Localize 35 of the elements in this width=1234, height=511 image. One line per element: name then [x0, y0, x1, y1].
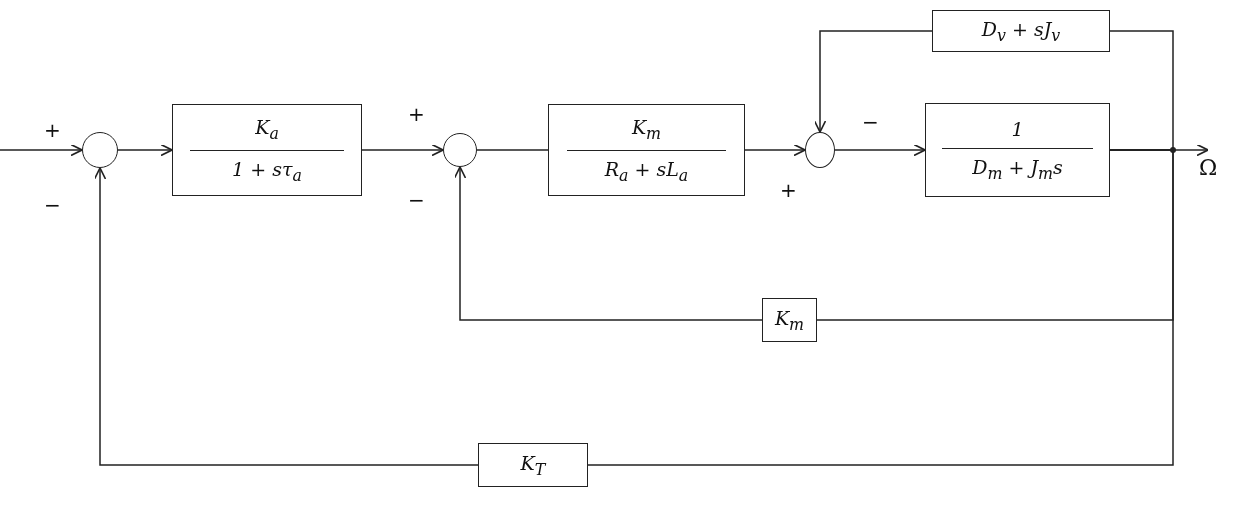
arrow: [813, 30, 933, 133]
arrow: [361, 143, 444, 157]
numerator: 1: [1011, 117, 1024, 141]
transfer-function-block: [925, 103, 1110, 197]
denominator: 1 + sτ$_{a}$: [232, 157, 302, 185]
transfer-function-block: [478, 443, 588, 487]
transfer-function-block: [548, 104, 745, 196]
output-label: Ω: [1190, 150, 1226, 184]
sign-label: +: [780, 180, 797, 200]
transfer-function-block: [172, 104, 362, 196]
sign-label: −: [44, 195, 61, 215]
summing-junction: [82, 132, 118, 168]
arrow: [744, 143, 806, 157]
arrow: [117, 143, 173, 157]
sign-label: −: [862, 112, 879, 132]
denominator: D$_{m}$ + J$_{m}$s: [972, 155, 1063, 183]
gain-label: D$_{v}$ + sJ$_{v}$: [981, 17, 1061, 45]
summing-junction: [805, 132, 835, 168]
numerator: K$_{m}$: [631, 115, 662, 143]
arrow: [453, 166, 763, 321]
sign-label: +: [408, 104, 425, 124]
arrow: [93, 167, 479, 466]
gain-label: K$_{m}$: [774, 306, 805, 334]
sign-label: −: [408, 190, 425, 210]
arrow: [834, 143, 926, 157]
summing-junction: [443, 133, 477, 167]
transfer-function-block: [762, 298, 817, 342]
gain-label: K$_{T}$: [520, 451, 546, 479]
connector-line: [587, 149, 1174, 466]
connector-line: [476, 149, 549, 151]
sign-label: +: [44, 120, 61, 140]
transfer-function-block: [932, 10, 1110, 52]
numerator: K$_{a}$: [255, 115, 279, 143]
arrow: [0, 143, 83, 157]
denominator: R$_{a}$ + sL$_{a}$: [604, 157, 689, 185]
